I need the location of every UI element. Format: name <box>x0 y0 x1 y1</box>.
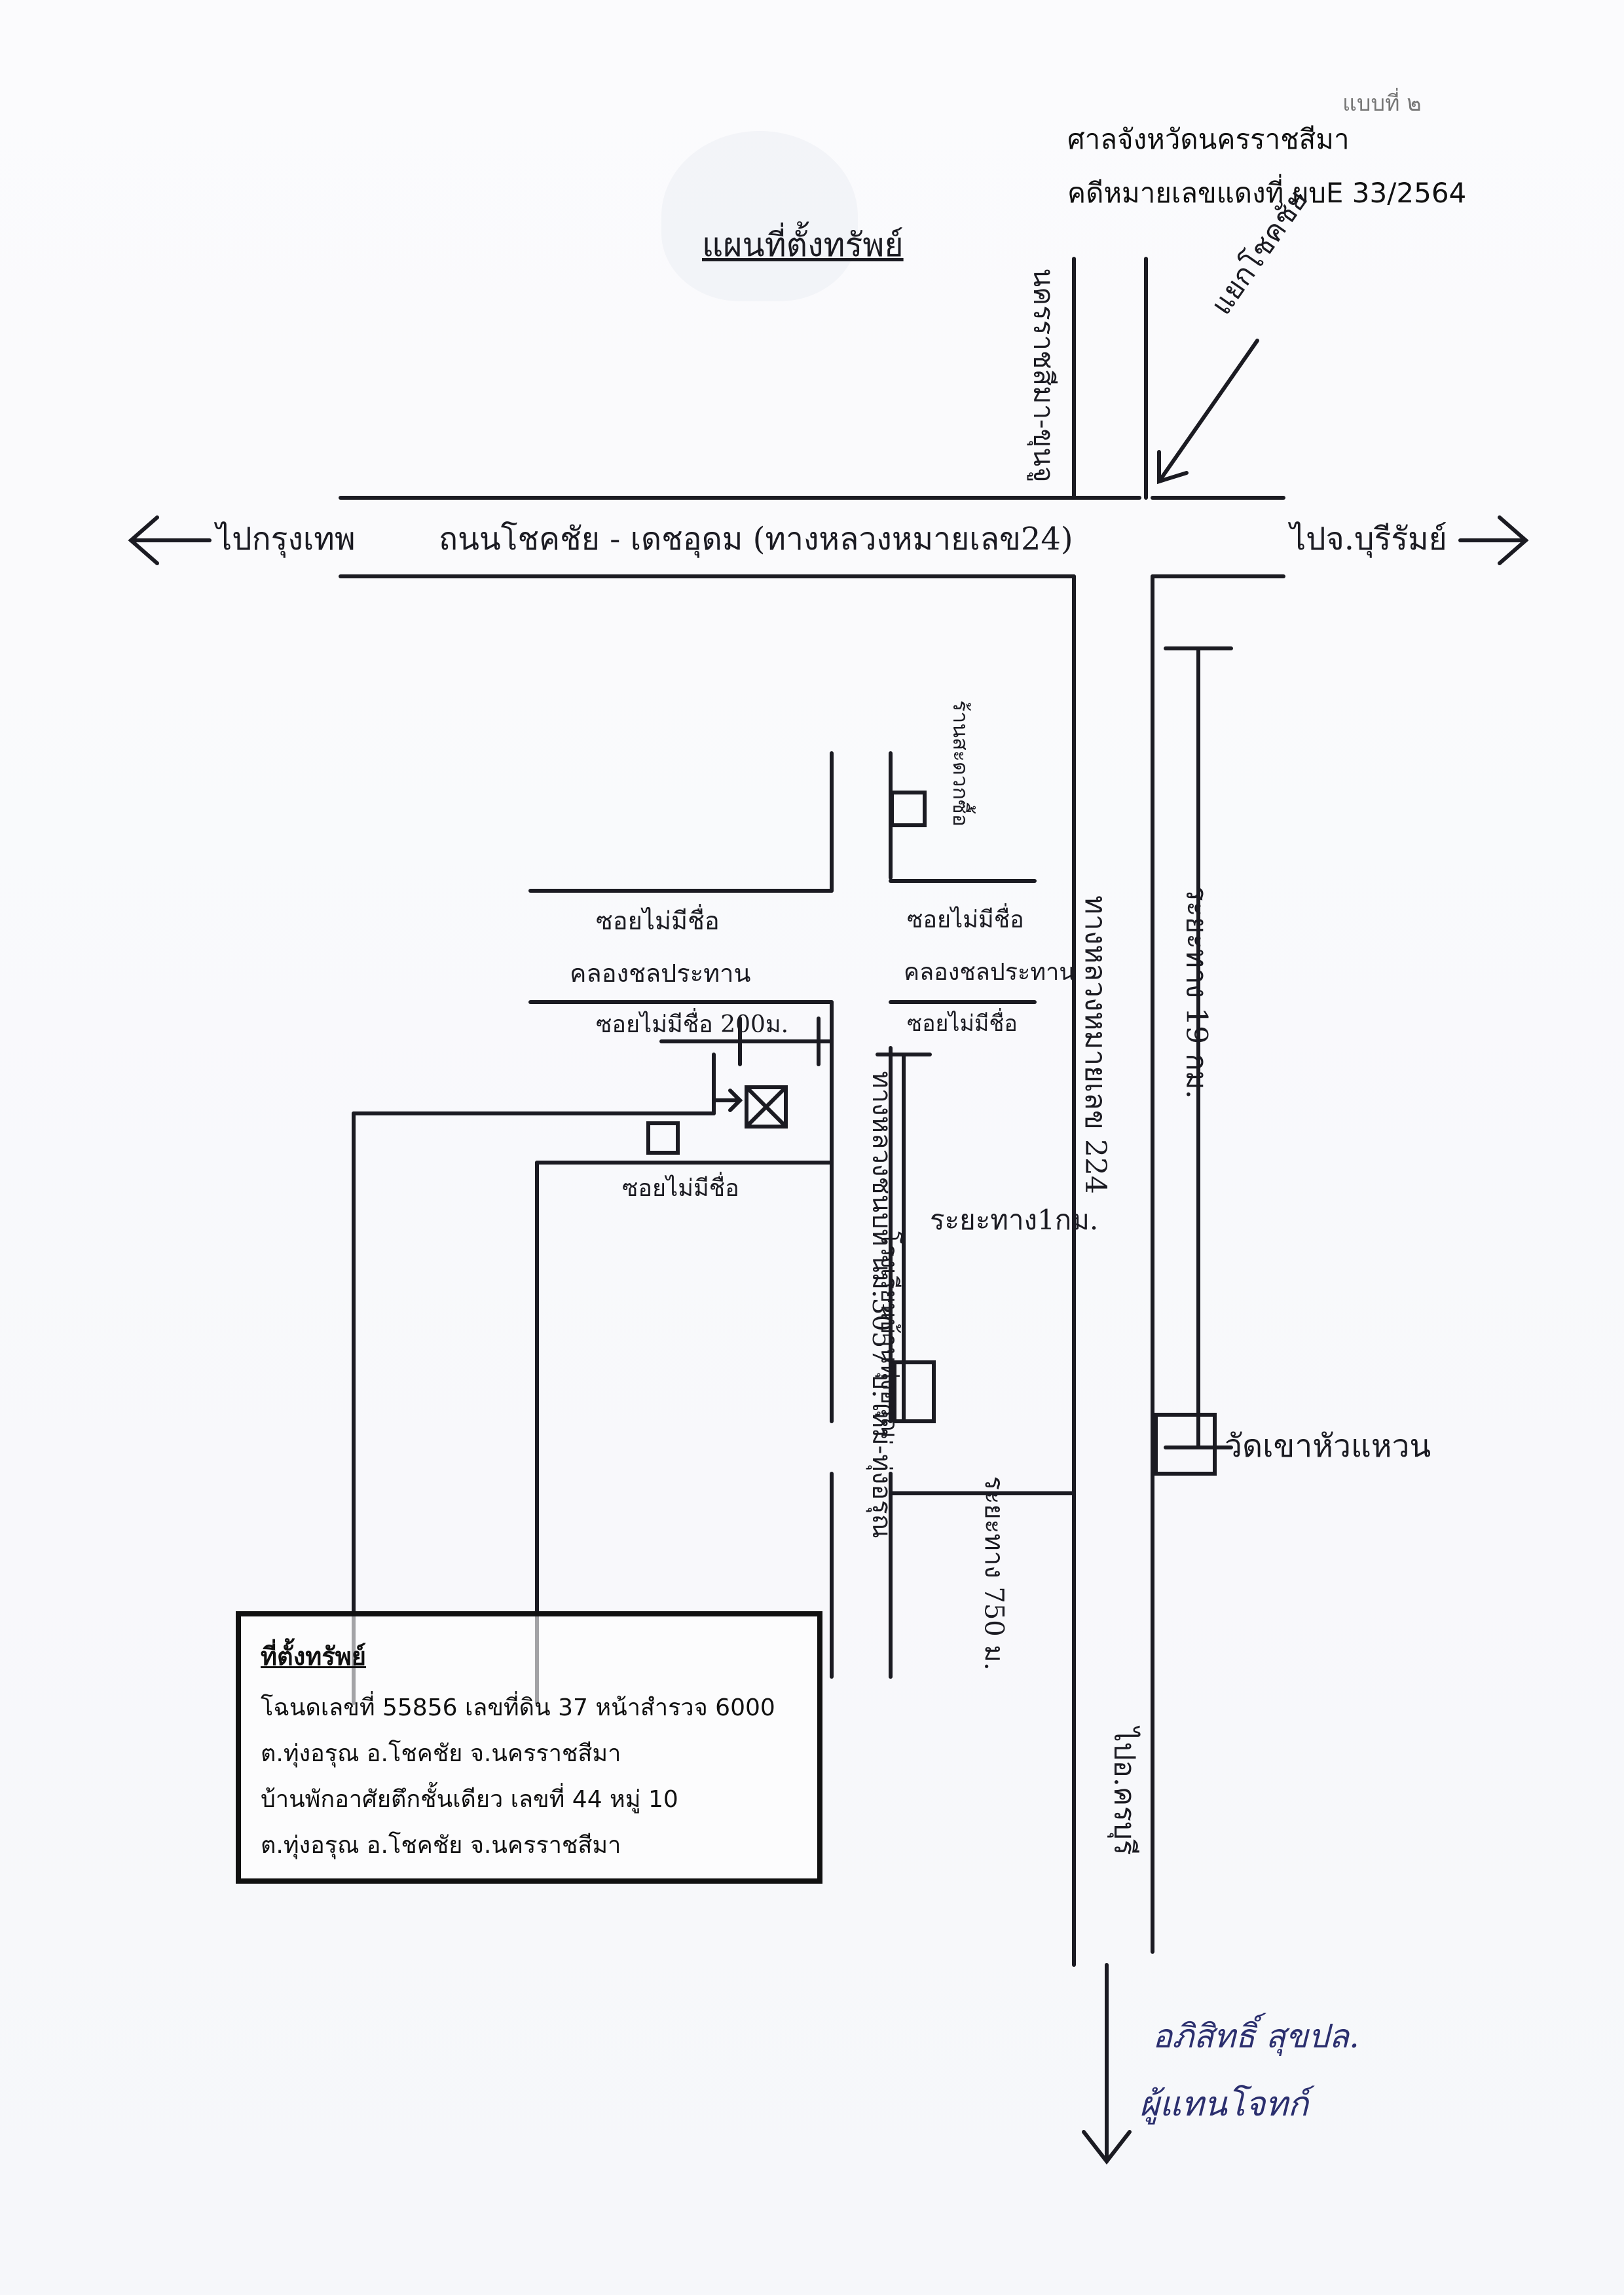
temple-marker <box>1154 1413 1217 1476</box>
case-number: คดีหมายเลขแดงที่ ผบE 33/2564 <box>1067 177 1467 209</box>
distance-19km-label: ระยะทาง 19 กม. <box>1179 886 1213 1099</box>
school-label: โรงเรียนบ้านทุ่งอรุณ <box>875 1231 902 1439</box>
soi-right-label: ซอยไม่มีชื่อ <box>907 906 1024 933</box>
watermark-emblem <box>661 131 858 301</box>
to-khon-buri-label: ไปอ.ครบุรี <box>1107 1727 1141 1856</box>
soi-right-lower-label: ซอยไม่มีชื่อ <box>907 1011 1018 1037</box>
property-box-line-3: บ้านพักอาศัยตึกชั้นเดียว เลขที่ 44 หมู่ … <box>261 1786 678 1813</box>
highway-224-label: ทางหลวงหมายเลข 224 <box>1078 895 1112 1194</box>
soi-property-label: ซอยไม่มีชื่อ <box>622 1175 739 1202</box>
arrow-south-head <box>1082 2130 1132 2165</box>
signature-name: อภิสิทธิ์ สุขปล. <box>1153 2017 1359 2055</box>
arrow-east-head <box>1498 515 1529 565</box>
property-marker <box>745 1085 788 1129</box>
property-box-line-2: ต.ทุ่งอรุณ อ.โชคชัย จ.นครราชสีมา <box>261 1740 621 1767</box>
property-info-box: ที่ตั้งทรัพย์ โฉนดเลขที่ 55856 เลขที่ดิน… <box>236 1611 822 1884</box>
convenience-store-label: ร้านสะดวกซื้อ <box>948 700 973 827</box>
soi-left-label: ซอยไม่มีชื่อ <box>596 906 720 935</box>
to-bangkok-label: ไปกรุงเทพ <box>216 521 356 557</box>
form-number: แบบที่ ๒ <box>1342 90 1422 117</box>
junction-arrow-head <box>1157 450 1189 485</box>
court-name: ศาลจังหวัดนครราชสีมา <box>1067 123 1350 155</box>
canal-right-label: คลองชลประทาน <box>904 959 1075 986</box>
main-road-label: ถนนโชคชัย - เดชอุดม (ทางหลวงหมายเลข24) <box>439 521 1073 557</box>
property-arrow-head <box>728 1089 743 1112</box>
temple-label: วัดเขาหัวแหวน <box>1225 1428 1431 1465</box>
property-box-heading: ที่ตั้งทรัพย์ <box>261 1642 367 1671</box>
map-title: แผนที่ตั้งทรัพย์ <box>702 226 904 264</box>
convenience-store-marker <box>890 791 927 827</box>
distance-1km-label: ระยะทาง1กม. <box>930 1204 1099 1236</box>
north-road-label: นครราชสีมา-ขุนจู <box>1027 268 1060 483</box>
house-marker <box>646 1121 680 1155</box>
property-box-line-1: โฉนดเลขที่ 55856 เลขที่ดิน 37 หน้าสำรวจ … <box>261 1694 775 1721</box>
property-box-line-4: ต.ทุ่งอรุณ อ.โชคชัย จ.นครราชสีมา <box>261 1832 621 1859</box>
canal-left-label: คลองชลประทาน <box>570 959 751 988</box>
distance-750m-label: ระยะทาง 750 ม. <box>978 1476 1009 1671</box>
soi-200m-label: ซอยไม่มีชื่อ 200ม. <box>596 1011 789 1038</box>
arrow-west-head <box>128 515 159 565</box>
school-marker <box>893 1360 936 1423</box>
to-buriram-label: ไปจ.บุรีรัมย์ <box>1290 521 1447 557</box>
junction-arrow-shaft <box>1157 339 1259 483</box>
signature-role: ผู้แทนโจทก์ <box>1139 2085 1308 2124</box>
